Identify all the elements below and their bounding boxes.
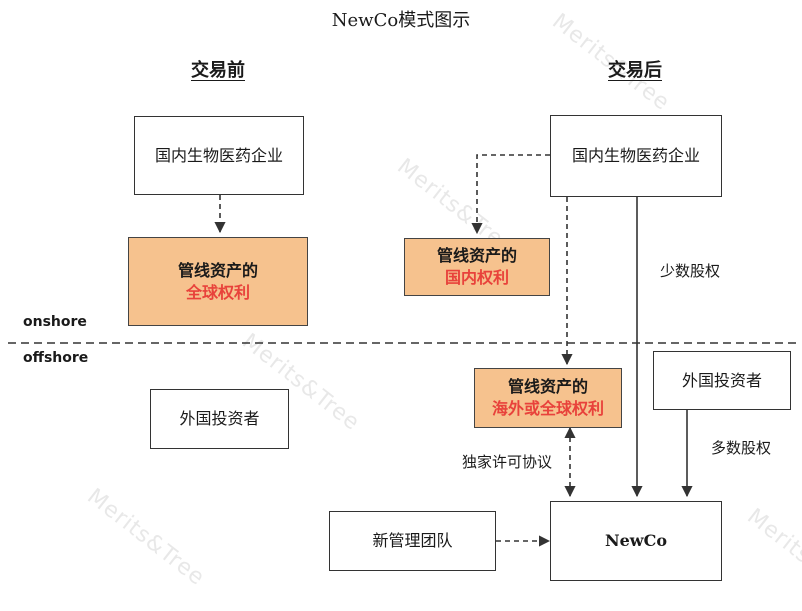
before-foreign-investor-label: 外国投资者 [179,409,260,429]
domestic-asset-line2: 国内权利 [444,268,509,287]
after-header: 交易后 [608,60,662,81]
after-domestic-company-label: 国内生物医药企业 [571,146,700,166]
overseas-rights-box: 管线资产的 海外或全球权利 [474,368,622,428]
onshore-label: onshore [23,314,87,330]
new-management-team-label: 新管理团队 [372,531,453,551]
domestic-rights-box: 管线资产的 国内权利 [404,238,550,296]
newco-box: NewCo [550,501,722,581]
before-domestic-company-label: 国内生物医药企业 [154,145,283,165]
after-foreign-investor-box: 外国投资者 [653,351,791,410]
diagram-connectors [8,154,800,547]
before-asset-line1: 管线资产的 [177,260,258,280]
before-asset-line2: 全球权利 [185,282,250,302]
majority-equity-label: 多数股权 [711,439,772,457]
overseas-asset-line1: 管线资产的 [507,377,588,397]
offshore-label: offshore [23,350,89,366]
minority-equity-label: 少数股权 [660,262,721,280]
before-global-rights-box: 管线资产的 全球权利 [128,237,308,326]
overseas-asset-line2: 海外或全球权利 [491,399,604,418]
diagram-title: NewCo模式图示 [331,10,471,31]
domestic-asset-line1: 管线资产的 [436,246,517,266]
before-foreign-investor-box: 外国投资者 [150,389,289,449]
before-domestic-company-box: 国内生物医药企业 [134,116,304,195]
new-management-team-box: 新管理团队 [329,511,496,571]
after-domestic-company-box: 国内生物医药企业 [550,115,722,197]
newco-label: NewCo [605,531,667,551]
after-foreign-investor-label: 外国投资者 [681,370,762,390]
after-company-to-domestic-asset-arrow [471,154,550,235]
exclusive-license-label: 独家许可协议 [462,453,553,471]
before-header: 交易前 [191,60,245,81]
